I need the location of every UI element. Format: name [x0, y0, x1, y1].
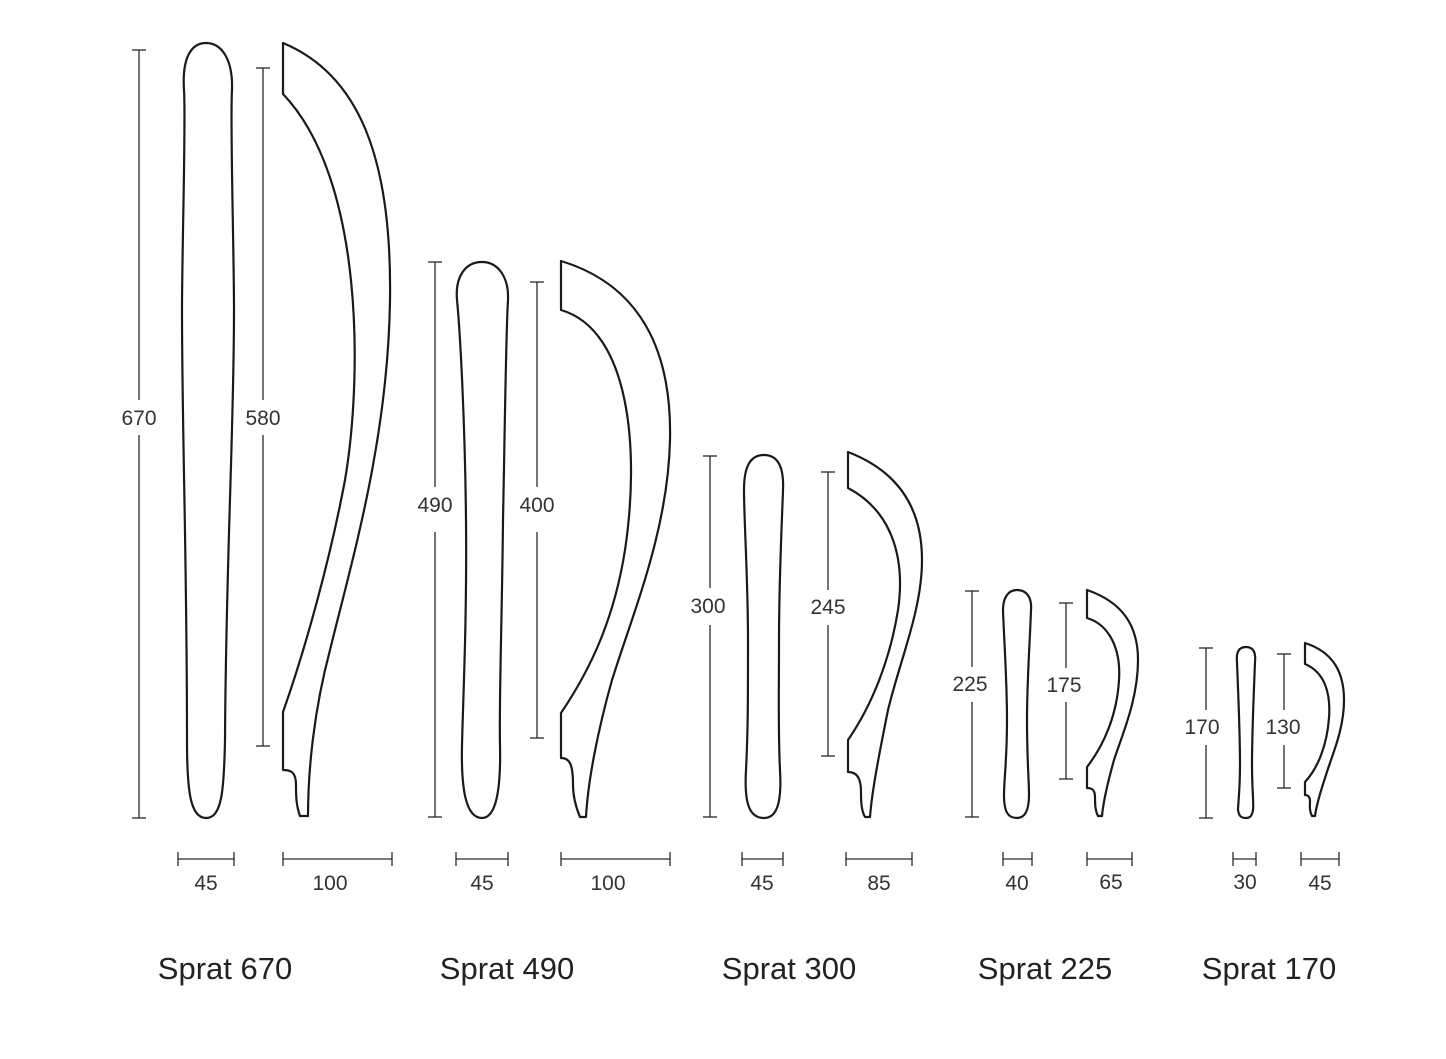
- front-width-dimension: 45: [177, 852, 235, 895]
- product-name: Sprat 170: [1202, 951, 1336, 986]
- side-depth-dimension: 100: [560, 852, 671, 895]
- side-height-label: 580: [245, 407, 280, 430]
- product-sprat-670: 670 580 45 100 Sprat 670: [121, 41, 393, 986]
- side-depth-label: 100: [312, 872, 347, 895]
- front-height-label: 225: [952, 673, 987, 696]
- side-depth-label: 65: [1099, 871, 1122, 894]
- side-height-label: 400: [519, 494, 554, 517]
- handle-front-profile: [742, 453, 785, 820]
- side-height-dimension: 580: [245, 67, 281, 747]
- side-depth-label: 85: [867, 872, 890, 895]
- front-width-label: 45: [750, 872, 773, 895]
- side-depth-dimension: 65: [1086, 852, 1133, 894]
- side-height-dimension: 175: [1046, 602, 1082, 780]
- handle-front-profile: [1001, 588, 1033, 820]
- front-height-dimension: 170: [1184, 647, 1220, 819]
- front-height-dimension: 225: [952, 590, 988, 818]
- front-height-label: 300: [690, 595, 725, 618]
- side-depth-dimension: 45: [1300, 852, 1340, 895]
- front-width-label: 40: [1005, 872, 1028, 895]
- front-width-dimension: 45: [455, 852, 509, 895]
- side-height-dimension: 245: [810, 471, 846, 757]
- handle-side-profile: [281, 41, 392, 818]
- product-name: Sprat 300: [722, 951, 856, 986]
- handle-front-profile: [1235, 645, 1257, 820]
- front-height-label: 670: [121, 407, 156, 430]
- front-height-label: 170: [1184, 716, 1219, 739]
- product-sprat-170: 170 130 30 45 Sprat 170: [1184, 641, 1346, 986]
- front-width-label: 45: [194, 872, 217, 895]
- side-height-label: 175: [1046, 674, 1081, 697]
- side-height-dimension: 400: [519, 281, 555, 739]
- handle-side-profile: [846, 450, 924, 819]
- side-depth-dimension: 85: [845, 852, 913, 895]
- side-height-dimension: 130: [1265, 653, 1301, 789]
- side-height-label: 245: [810, 596, 845, 619]
- front-width-label: 45: [470, 872, 493, 895]
- product-sprat-300: 300 245 45 85 Sprat 300: [690, 450, 924, 986]
- product-name: Sprat 490: [440, 951, 574, 986]
- handle-side-profile: [1303, 641, 1346, 818]
- product-sprat-225: 225 175 40 65 Sprat 225: [952, 588, 1140, 986]
- front-width-dimension: 40: [1002, 852, 1033, 895]
- handle-front-profile: [455, 260, 510, 820]
- product-name: Sprat 225: [978, 951, 1112, 986]
- front-height-label: 490: [417, 494, 452, 517]
- front-height-dimension: 490: [417, 261, 453, 818]
- front-height-dimension: 300: [690, 455, 726, 818]
- handle-side-profile: [1085, 588, 1140, 818]
- front-width-dimension: 45: [741, 852, 784, 895]
- front-width-label: 30: [1233, 871, 1256, 894]
- product-sprat-490: 490 400 45 100 Sprat 490: [417, 259, 672, 986]
- product-name: Sprat 670: [158, 951, 292, 986]
- side-depth-dimension: 100: [282, 852, 393, 895]
- front-width-dimension: 30: [1232, 852, 1257, 894]
- side-depth-label: 45: [1308, 872, 1331, 895]
- handle-side-profile: [559, 259, 672, 819]
- side-depth-label: 100: [590, 872, 625, 895]
- handle-front-profile: [180, 41, 236, 820]
- side-height-label: 130: [1265, 716, 1300, 739]
- front-height-dimension: 670: [121, 49, 157, 819]
